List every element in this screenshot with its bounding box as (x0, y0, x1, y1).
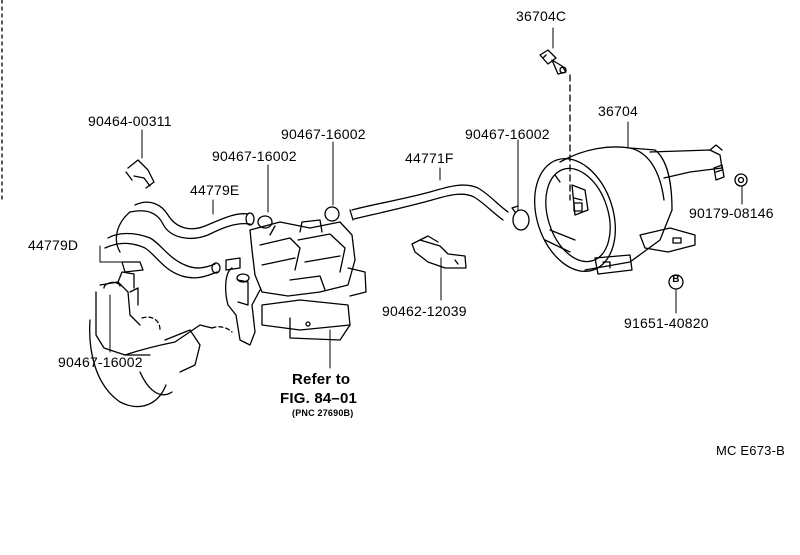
label-90179-08146: 90179-08146 (689, 205, 774, 221)
actuator-left (90, 272, 232, 407)
leader-lines (100, 28, 742, 368)
tank-nipple (574, 203, 582, 211)
bolt-marker (669, 275, 683, 289)
label-90462-12039: 90462-12039 (382, 303, 467, 319)
refer-line-1: Refer to (292, 371, 351, 388)
label-36704: 36704 (598, 103, 638, 119)
callout-marker-b: B (672, 274, 680, 285)
bracket-90462-12039 (412, 236, 466, 268)
label-90467-16002-a: 90467-16002 (212, 148, 297, 164)
nut-90179-08146 (714, 165, 747, 186)
clamp-90467-c (512, 206, 529, 230)
hose-44771F (350, 185, 508, 220)
hose-44779E (130, 202, 254, 238)
label-36704C: 36704C (516, 8, 567, 24)
label-90467-16002-b: 90467-16002 (281, 126, 366, 142)
label-91651-40820: 91651-40820 (624, 315, 709, 331)
label-44779E: 44779E (190, 182, 240, 198)
refer-line-3: (PNC 27690B) (292, 408, 354, 418)
label-90467-16002-d: 90467-16002 (58, 354, 143, 370)
vacuum-tank-36704 (521, 145, 722, 282)
check-valve-36704C (540, 50, 566, 74)
label-44779D: 44779D (28, 237, 79, 253)
hose-44779D (105, 212, 220, 278)
diagram-code: MC E673-B (716, 443, 785, 458)
clamps-hose (226, 207, 339, 270)
label-44771F: 44771F (405, 150, 454, 166)
refer-line-2: FIG. 84–01 (280, 390, 358, 407)
clamp-90464-00311 (126, 160, 154, 188)
label-90464-00311: 90464-00311 (88, 113, 172, 129)
label-90467-16002-c: 90467-16002 (465, 126, 550, 142)
vsv-assembly (226, 220, 366, 345)
